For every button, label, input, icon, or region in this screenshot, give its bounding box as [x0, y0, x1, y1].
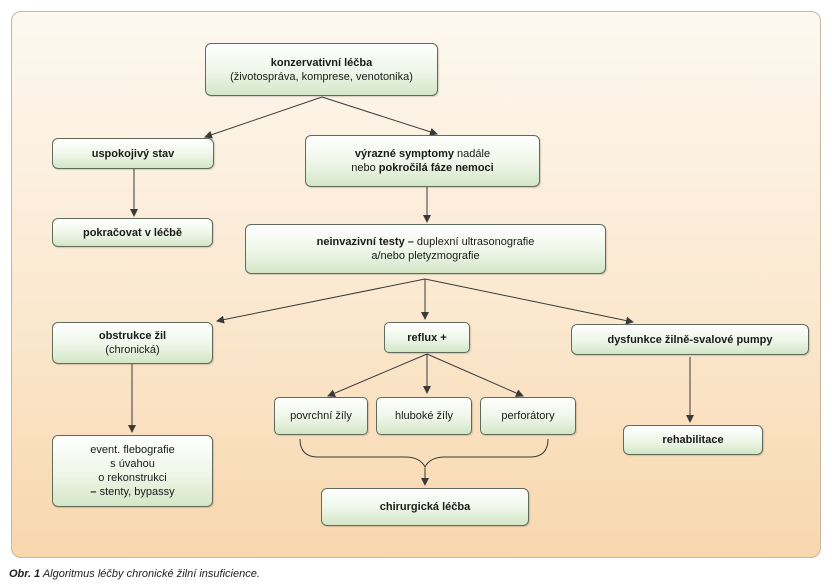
- node-flebografie-line4-rest: stenty, bypassy: [99, 486, 175, 498]
- node-flebografie-line4-bold: –: [90, 486, 100, 498]
- node-neinvazivni-line1: neinvazivní testy – duplexní ultrasonogr…: [317, 235, 535, 249]
- node-uspokojivy-title: uspokojivý stav: [91, 147, 175, 160]
- node-neinvazivni-line1-bold: neinvazivní testy –: [316, 236, 414, 248]
- node-pokracovat-v-lecbe: pokračovat v léčbě: [52, 218, 213, 247]
- node-flebografie-line3: o rekonstrukci: [98, 472, 167, 484]
- caption-label: Obr. 1: [9, 568, 41, 580]
- node-uspokojivy-stav: uspokojivý stav: [52, 138, 214, 169]
- caption-text: Algoritmus léčby chronické žilní insufic…: [42, 568, 260, 580]
- arrow-neinvazivni-to-dysfunkce: [424, 278, 634, 325]
- node-obstrukce-title: obstrukce žil: [98, 330, 167, 342]
- node-vyrazne-line2: nebo pokročilá fáze nemoci: [351, 161, 493, 175]
- arrow-neinvazivni-to-obstrukce: [216, 278, 426, 324]
- node-vyrazne-line2-bold: pokročilá fáze nemoci: [378, 162, 494, 174]
- node-reflux-title: reflux +: [407, 331, 447, 344]
- node-reflux: reflux +: [384, 322, 470, 353]
- node-vyrazne-line1: výrazné symptomy nadále: [355, 147, 490, 161]
- arrow-konzervativni-to-uspokojivy: [204, 96, 323, 139]
- arrow-reflux-to-perforatory: [426, 353, 524, 397]
- node-vyrazne-line2-pre: nebo: [351, 162, 379, 174]
- node-neinvazivni-line1-rest: duplexní ultrasonografie: [413, 236, 535, 248]
- node-obstrukce-sub: (chronická): [105, 344, 160, 356]
- node-povrchni-title: povrchní žíly: [290, 410, 352, 422]
- node-flebografie-line1: event. flebografie: [90, 444, 175, 456]
- node-konzervativni-sub: (životospráva, komprese, venotonika): [230, 70, 413, 83]
- node-hluboke-title: hluboké žíly: [394, 410, 454, 422]
- figure-caption: Obr. 1 Algoritmus léčby chronické žilní …: [9, 568, 260, 580]
- node-vyrazne-line1-rest: nadále: [453, 148, 491, 160]
- node-perforatory-title: perforátory: [501, 410, 555, 422]
- curly-brace: [299, 438, 549, 469]
- node-konzervativni-title: konzervativní léčba: [270, 56, 373, 69]
- node-hluboke-zily: hluboké žíly: [376, 397, 472, 435]
- node-flebografie: event. flebografie s úvahou o rekonstruk…: [52, 435, 213, 507]
- node-konzervativni-lecba: konzervativní léčba (životospráva, kompr…: [205, 43, 438, 96]
- node-perforatory: perforátory: [480, 397, 576, 435]
- node-flebografie-line4: – stenty, bypassy: [90, 485, 174, 499]
- node-neinvazivni-line2: a/nebo pletyzmografie: [371, 250, 480, 262]
- node-flebografie-line2: s úvahou: [110, 458, 155, 470]
- node-dysfunkce-pumpy: dysfunkce žilně-svalové pumpy: [571, 324, 809, 355]
- arrow-konzervativni-to-vyrazne: [321, 96, 438, 136]
- node-rehabilitace: rehabilitace: [623, 425, 763, 455]
- node-vyrazne-line1-bold: výrazné symptomy: [354, 148, 454, 160]
- node-chirurgicka-lecba: chirurgická léčba: [321, 488, 529, 526]
- node-neinvazivni-testy: neinvazivní testy – duplexní ultrasonogr…: [245, 224, 606, 274]
- node-vyrazne-symptomy: výrazné symptomy nadále nebo pokročilá f…: [305, 135, 540, 187]
- node-chirurgicka-title: chirurgická léčba: [379, 501, 471, 513]
- node-obstrukce-zil: obstrukce žil (chronická): [52, 322, 213, 364]
- node-rehabilitace-title: rehabilitace: [662, 434, 724, 446]
- node-pokracovat-title: pokračovat v léčbě: [82, 226, 183, 239]
- node-dysfunkce-title: dysfunkce žilně-svalové pumpy: [607, 333, 773, 346]
- arrow-reflux-to-povrchni: [327, 353, 428, 397]
- node-povrchni-zily: povrchní žíly: [274, 397, 368, 435]
